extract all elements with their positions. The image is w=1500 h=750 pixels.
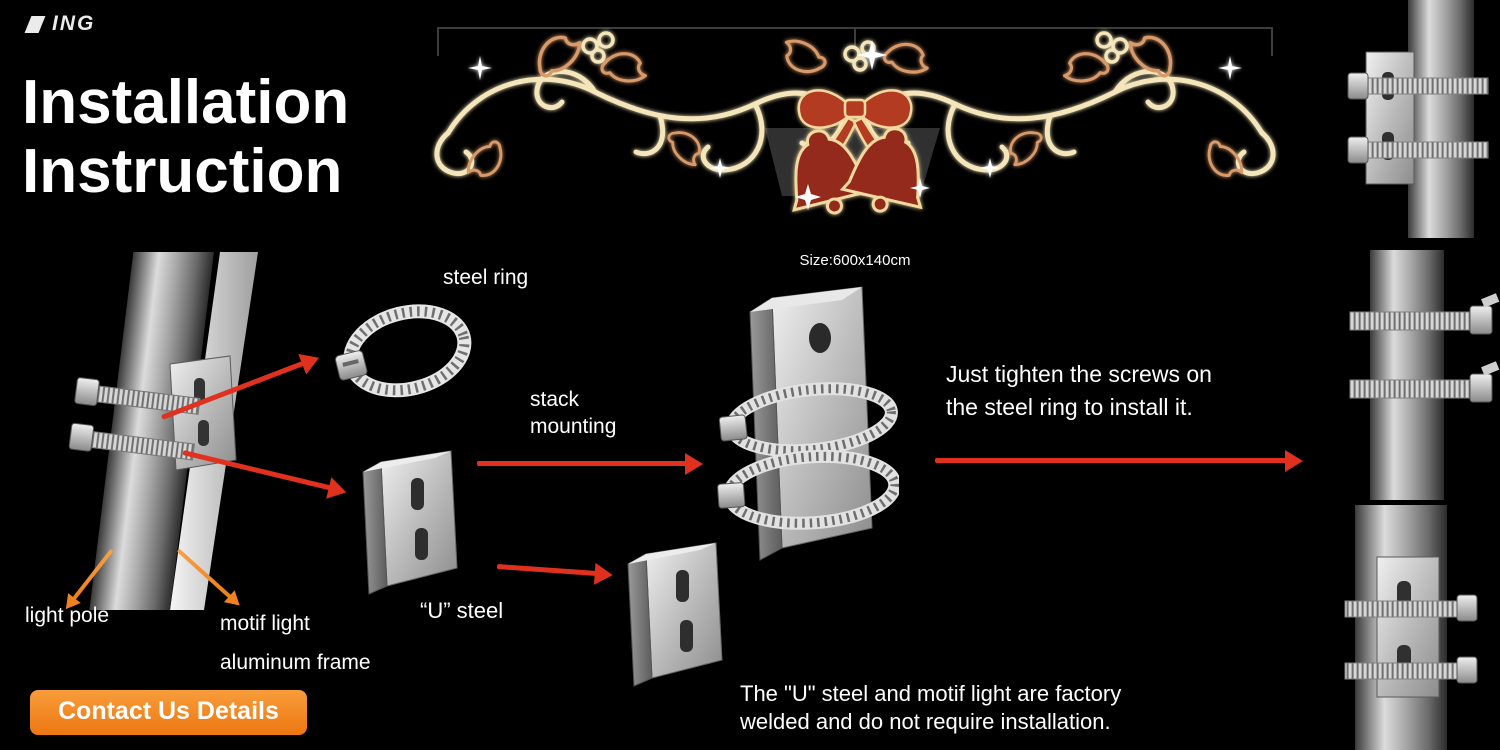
pole-clamp-photo-top: [1310, 0, 1500, 238]
pole-clamp-photo-middle: [1312, 250, 1500, 500]
assembled-bracket-svg: [717, 286, 899, 561]
pole-clamp-top-svg: [1347, 0, 1489, 238]
christmas-motif-svg: [420, 8, 1290, 224]
factory-welded-line1: The "U" steel and motif light are factor…: [740, 681, 1122, 706]
factory-welded-line2: welded and do not require installation.: [740, 709, 1111, 734]
contact-us-button[interactable]: Contact Us Details: [30, 690, 307, 735]
arrow-stack-mounting: [477, 461, 687, 466]
light-pole-photo: [52, 252, 287, 610]
u-steel-photo: [355, 446, 470, 604]
light-pole-label: light pole: [25, 604, 110, 627]
page-title: Installation Instruction: [22, 68, 349, 207]
page-title-line1: Installation: [22, 68, 350, 137]
brand-logo-text: ING: [52, 12, 96, 35]
steel-ring-photo: [328, 290, 478, 418]
pole-clamp-photo-bottom: [1305, 505, 1500, 750]
tighten-instruction-line2: the steel ring to install it.: [946, 394, 1193, 420]
stack-mounting-line1: stack: [530, 388, 580, 411]
christmas-motif-graphic: [420, 8, 1290, 248]
light-pole-svg: [68, 252, 258, 610]
arrow-to-lower-u-steel: [496, 564, 597, 576]
motif-frame-label: motif light aluminum frame: [220, 604, 371, 682]
brand-logo: ING: [24, 12, 96, 36]
assembled-bracket-photo: [714, 282, 899, 584]
u-steel-label: “U” steel: [420, 598, 504, 623]
steel-ring-svg: [334, 304, 472, 398]
motif-size-label: Size:600x140cm: [799, 252, 911, 269]
motif-frame-line1: motif light: [220, 612, 310, 635]
pole-clamp-middle-svg: [1349, 250, 1500, 500]
pole-clamp-bottom-svg: [1344, 505, 1478, 750]
arrow-to-installed-pole: [935, 458, 1287, 463]
brand-logo-mark: [24, 15, 46, 33]
factory-welded-note: The "U" steel and motif light are factor…: [740, 680, 1121, 736]
stack-mounting-line2: mounting: [530, 415, 617, 438]
motif-frame-line2: aluminum frame: [220, 651, 371, 674]
u-steel-lower-svg: [627, 542, 723, 687]
tighten-instruction: Just tighten the screws on the steel rin…: [946, 358, 1212, 424]
stack-mounting-label: stack mounting: [530, 386, 616, 440]
tighten-instruction-line1: Just tighten the screws on: [946, 361, 1212, 387]
u-steel-lower-photo: [620, 538, 735, 693]
page-title-line2: Instruction: [22, 137, 343, 207]
u-steel-svg: [362, 450, 458, 595]
steel-ring-label: steel ring: [443, 266, 529, 289]
